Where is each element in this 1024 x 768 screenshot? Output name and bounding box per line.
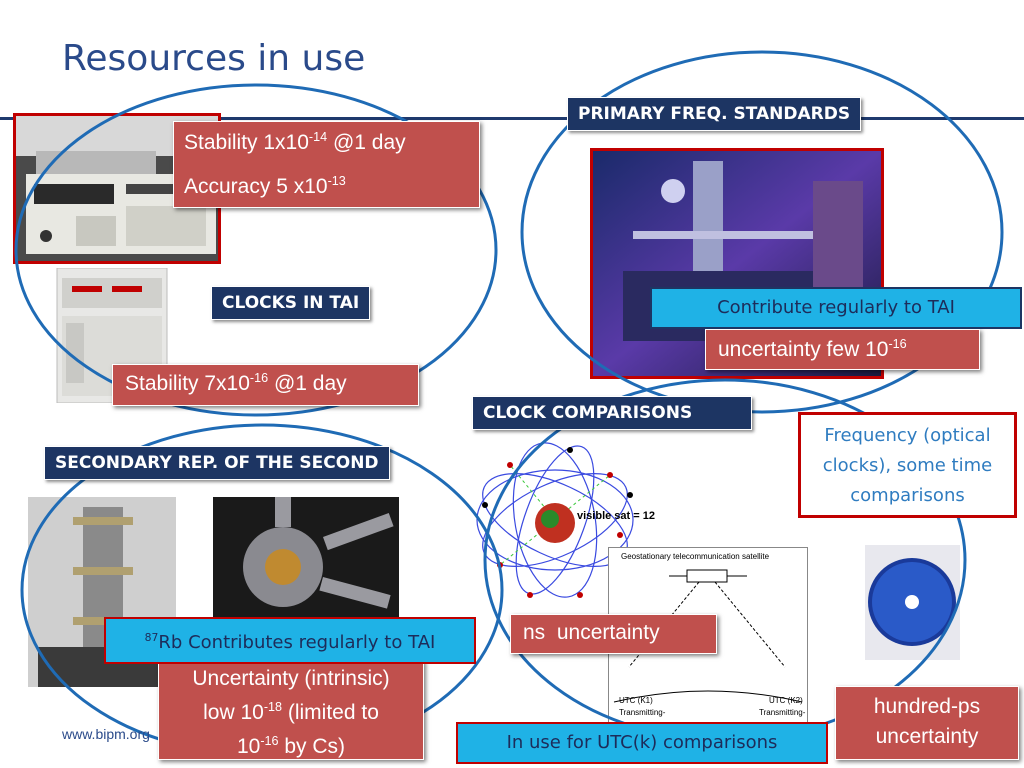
secondary-rep-label: SECONDARY REP. OF THE SECOND	[44, 446, 390, 480]
gnss-constellation-graphic	[470, 435, 640, 605]
pfs-uncertainty-text: uncertainty few 10-16	[718, 337, 907, 361]
cesium-stability-box: Stability 1x10-14 @1 day Accuracy 5 x10-…	[173, 121, 480, 208]
page-title: Resources in use	[62, 38, 366, 79]
geo-caption: Geostationary telecommunication satellit…	[621, 552, 770, 561]
optical-fiber-image	[865, 545, 960, 660]
clocks-in-tai-label: CLOCKS IN TAI	[211, 286, 371, 320]
title-divider	[0, 117, 1024, 120]
optical-fiber-photo	[865, 545, 960, 660]
maser-stability-text: Stability 7x10-16 @1 day	[125, 371, 347, 395]
transmitting-left: Transmitting-	[619, 708, 666, 717]
optical-frequency-box: Frequency (optical clocks), some time co…	[798, 412, 1017, 518]
footer-url[interactable]: www.bipm.org	[62, 726, 150, 742]
utc-k1-label: UTC (K1)	[619, 696, 653, 705]
pfs-uncertainty-box: uncertainty few 10-16	[705, 329, 980, 370]
clocks-oval	[14, 83, 498, 417]
secondary-uncertainty-box: Uncertainty (intrinsic) low 10-18 (limit…	[158, 660, 424, 760]
maser-stability-box: Stability 7x10-16 @1 day	[112, 364, 419, 406]
ns-uncertainty-text: ns uncertainty	[523, 621, 660, 644]
satellite-orbits-image	[476, 442, 634, 598]
primary-freq-standards-label: PRIMARY FREQ. STANDARDS	[567, 97, 862, 131]
secondary-uncertainty-line3: 10-16 by Cs)	[236, 734, 346, 758]
optical-frequency-text: Frequency (optical clocks), some time co…	[822, 425, 993, 506]
clock-comparisons-label: CLOCK COMPARISONS	[472, 396, 752, 430]
visible-sat-label: visible sat = 12	[577, 510, 655, 522]
transmitting-right: Transmitting-	[759, 708, 806, 717]
rb-contribute-box: 87Rb Contributes regularly to TAI	[104, 617, 476, 664]
vacuum-chamber-photo	[213, 497, 399, 617]
cesium-accuracy-text: Accuracy 5 x10-13	[184, 174, 346, 198]
cesium-stability-text: Stability 1x10-14 @1 day	[184, 130, 406, 154]
secondary-uncertainty-line2: low 10-18 (limited to	[203, 700, 379, 724]
secondary-uncertainty-line1: Uncertainty (intrinsic)	[192, 667, 390, 690]
hundred-ps-text: hundred-ps uncertainty	[873, 695, 981, 748]
pfs-contribute-box: Contribute regularly to TAI	[650, 287, 1022, 329]
ns-uncertainty-box: ns uncertainty	[510, 614, 717, 654]
hundred-ps-box: hundred-ps uncertainty	[835, 686, 1019, 760]
vacuum-chamber-image	[213, 497, 399, 617]
utck-comparisons-box: In use for UTC(k) comparisons	[456, 722, 828, 764]
pfs-oval	[520, 50, 1004, 414]
utc-k2-label: UTC (K2)	[769, 696, 803, 705]
